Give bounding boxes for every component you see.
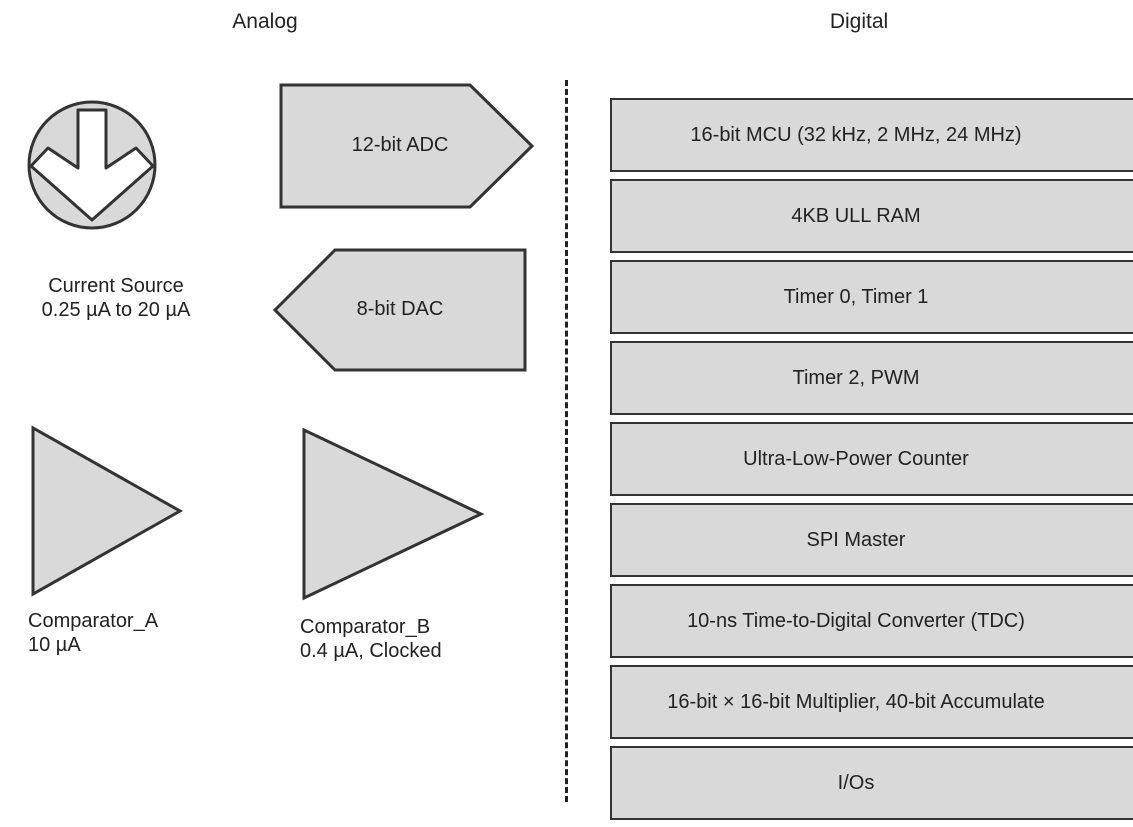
comparator-b-title: Comparator_B (300, 616, 431, 638)
comparator-b-shape (302, 427, 485, 601)
comparator-b-caption: Comparator_B 0.4 µA, Clocked (300, 615, 442, 663)
digital-block-mcu: 16-bit MCU (32 kHz, 2 MHz, 24 MHz) (610, 98, 1133, 172)
comparator-a-shape (31, 425, 184, 597)
digital-block-tdc: 10-ns Time-to-Digital Converter (TDC) (610, 584, 1133, 658)
analog-heading: Analog (232, 10, 298, 33)
current-source-symbol (27, 100, 157, 230)
comparator-a-title: Comparator_A (28, 610, 159, 632)
current-source-range: 0.25 µA to 20 µA (41, 299, 191, 321)
digital-block-ram: 4KB ULL RAM (610, 179, 1133, 253)
dac-shape (272, 248, 527, 372)
digital-heading: Digital (829, 10, 889, 33)
down-arrow-icon (29, 108, 155, 222)
digital-block-spi-master: SPI Master (610, 503, 1133, 577)
digital-block-timer2-pwm: Timer 2, PWM (610, 341, 1133, 415)
adc-label: 12-bit ADC (351, 134, 449, 156)
digital-block-multiplier: 16-bit × 16-bit Multiplier, 40-bit Accum… (610, 665, 1133, 739)
current-source-caption: Current Source 0.25 µA to 20 µA (26, 274, 206, 322)
comparator-b-current: 0.4 µA, Clocked (300, 640, 442, 662)
digital-block-ios: I/Os (610, 746, 1133, 820)
comparator-a-caption: Comparator_A 10 µA (28, 609, 158, 657)
analog-digital-divider (565, 80, 568, 802)
digital-block-stack: 16-bit MCU (32 kHz, 2 MHz, 24 MHz) 4KB U… (610, 98, 1133, 827)
analog-section (27, 83, 535, 601)
comparator-a-current: 10 µA (28, 634, 81, 656)
digital-block-timer0-timer1: Timer 0, Timer 1 (610, 260, 1133, 334)
dac-label: 8-bit DAC (356, 298, 444, 320)
digital-block-ulp-counter: Ultra-Low-Power Counter (610, 422, 1133, 496)
current-source-title: Current Source (48, 275, 184, 297)
adc-shape (279, 83, 535, 209)
